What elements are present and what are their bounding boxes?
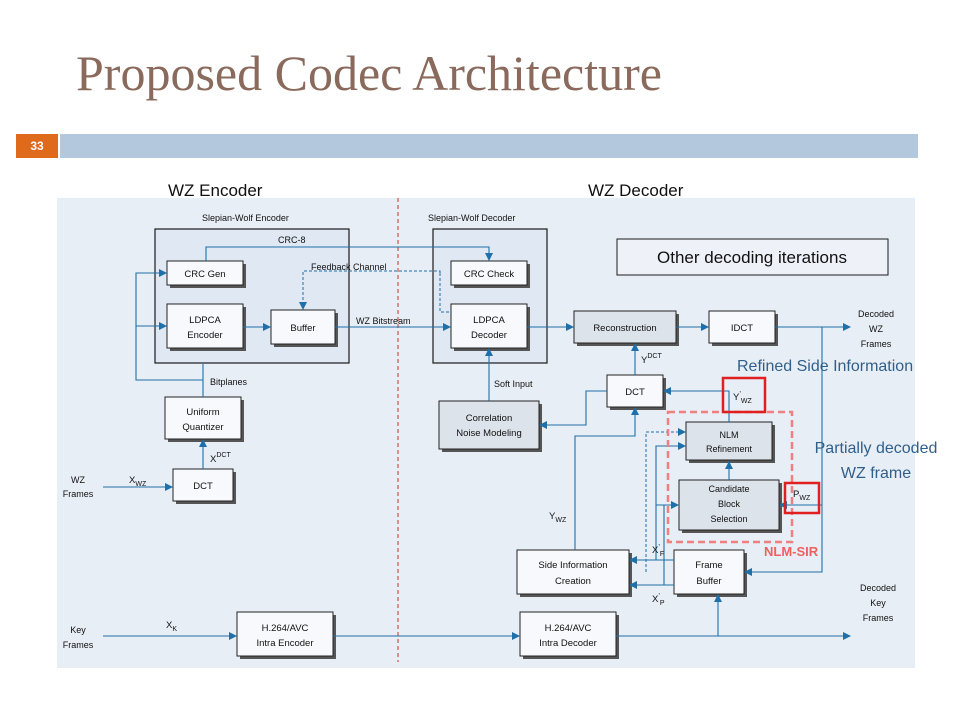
x-k-symbol: XK [166,620,177,633]
frame-buffer-block: Frame Buffer [673,549,747,597]
svg-text:DCT: DCT [193,481,213,492]
svg-text:WZ: WZ [71,475,85,485]
decoded-key-frames-label: Decoded Key Frames [860,583,896,623]
signal-connections [103,246,851,640]
svg-text:Correlation: Correlation [466,413,512,424]
y-prime-wz-symbol: Y’WZ [733,391,753,405]
bitplanes-label: Bitplanes [210,377,248,387]
other-iterations-callout: Other decoding iterations [657,248,847,267]
svg-text:NLM: NLM [719,430,738,440]
nlm-refinement-block: NLM Refinement [685,421,775,463]
feedback-channel-label: Feedback Channel [311,262,387,272]
svg-text:LDPCA: LDPCA [189,315,221,326]
ldpca-decoder-block: LDPCA Decoder [450,303,530,351]
x-prime-p-symbol: X’P [652,593,665,607]
svg-text:Frames: Frames [63,489,94,499]
svg-text:Frames: Frames [861,339,892,349]
svg-text:Intra Encoder: Intra Encoder [256,638,313,649]
side-information-creation-block: Side Information Creation [516,549,632,597]
dct-encoder-block: DCT [172,468,236,504]
svg-text:Buffer: Buffer [290,323,315,334]
wz-encoder-heading: WZ Encoder [168,181,263,200]
svg-text:Creation: Creation [555,576,591,587]
svg-text:Buffer: Buffer [696,576,721,587]
svg-text:DCT: DCT [625,387,645,398]
crc-gen-block: CRC Gen [166,260,246,288]
svg-text:Reconstruction: Reconstruction [593,323,656,334]
soft-input-label: Soft Input [494,379,533,389]
svg-text:Frames: Frames [63,640,94,650]
dct-decoder-block: DCT [606,374,666,410]
svg-text:H.264/AVC: H.264/AVC [262,623,309,634]
key-frames-label: Key Frames [63,625,94,650]
crc8-label: CRC-8 [278,235,306,245]
svg-text:Block: Block [718,499,741,509]
svg-text:Intra Decoder: Intra Decoder [539,638,597,649]
sw-encoder-label: Slepian-Wolf Encoder [202,213,289,223]
svg-text:Key: Key [870,598,886,608]
ldpca-encoder-block: LDPCA Encoder [166,303,246,351]
decoded-wz-frames-label: Decoded WZ Frames [858,309,894,349]
svg-text:Candidate: Candidate [708,484,749,494]
wz-decoder-heading: WZ Decoder [588,181,684,200]
svg-text:Encoder: Encoder [187,330,222,341]
slide-title: Proposed Codec Architecture [76,45,662,101]
svg-text:Frame: Frame [695,560,722,571]
h264-intra-decoder-block: H.264/AVC Intra Decoder [519,611,619,659]
svg-text:Frames: Frames [863,613,894,623]
uniform-quantizer-block: Uniform Quantizer [164,396,244,442]
refined-si-highlight [721,376,767,414]
svg-text:LDPCA: LDPCA [473,315,505,326]
partially-decoded-highlight [783,481,821,515]
svg-text:CRC Gen: CRC Gen [184,269,225,280]
svg-text:Decoded: Decoded [858,309,894,319]
svg-text:Selection: Selection [710,514,747,524]
svg-text:Uniform: Uniform [186,407,219,418]
svg-text:Noise Modeling: Noise Modeling [456,428,521,439]
x-dct-symbol: XDCT [210,452,231,465]
svg-text:Partially decoded: Partially decoded [815,440,938,457]
h264-intra-encoder-block: H.264/AVC Intra Encoder [236,611,336,659]
p-wz-symbol: PWZ [793,489,811,502]
header-accent-bar [60,134,918,158]
svg-text:Key: Key [70,625,86,635]
wz-bitstream-label: WZ Bitstream [356,316,411,326]
buffer-block: Buffer [270,309,338,347]
idct-block: IDCT [708,310,778,346]
y-wz-symbol: YWZ [549,511,567,524]
partially-decoded-callout: Partially decoded WZ frame [815,440,938,482]
refined-si-callout: Refined Side Information [737,358,913,375]
svg-text:Side Information: Side Information [538,560,607,571]
svg-text:Decoded: Decoded [860,583,896,593]
correlation-noise-block: Correlation Noise Modeling [438,400,542,452]
other-iterations-callout-box [616,238,889,276]
svg-text:Refinement: Refinement [706,444,753,454]
nlm-sir-label: NLM-SIR [764,544,819,559]
x-prime-f-symbol: X’F [652,544,664,558]
sw-decoder-label: Slepian-Wolf Decoder [428,213,515,223]
svg-text:CRC Check: CRC Check [464,269,514,280]
slide-number: 33 [16,134,58,158]
x-wz-symbol: XWZ [129,475,147,488]
svg-text:H.264/AVC: H.264/AVC [545,623,592,634]
svg-text:Decoder: Decoder [471,330,507,341]
wz-frames-label: WZ Frames [63,475,94,499]
svg-text:IDCT: IDCT [731,323,753,334]
svg-text:WZ: WZ [869,324,883,334]
svg-text:WZ frame: WZ frame [841,465,911,482]
svg-text:Quantizer: Quantizer [182,422,223,433]
y-dct-symbol: YDCT [641,353,662,366]
crc-check-block: CRC Check [450,260,530,288]
candidate-block-selection-block: Candidate Block Selection [678,479,782,533]
reconstruction-block: Reconstruction [573,310,679,346]
